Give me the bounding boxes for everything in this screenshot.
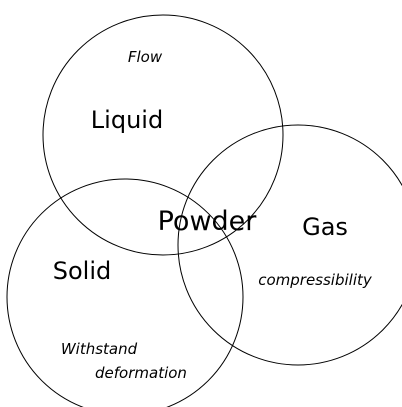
solid-annotation-line-2: deformation [95,364,187,382]
solid-annotation-line-1: Withstand [61,340,138,358]
gas-circle [177,124,402,366]
gas-label: Gas [302,213,348,241]
solid-circle [6,178,244,407]
gas-annotation: compressibility [258,271,373,289]
liquid-label: Liquid [91,106,163,134]
liquid-annotation: Flow [128,48,163,66]
solid-label: Solid [53,257,112,285]
liquid-circle [42,14,284,256]
powder-label: Powder [158,206,258,237]
